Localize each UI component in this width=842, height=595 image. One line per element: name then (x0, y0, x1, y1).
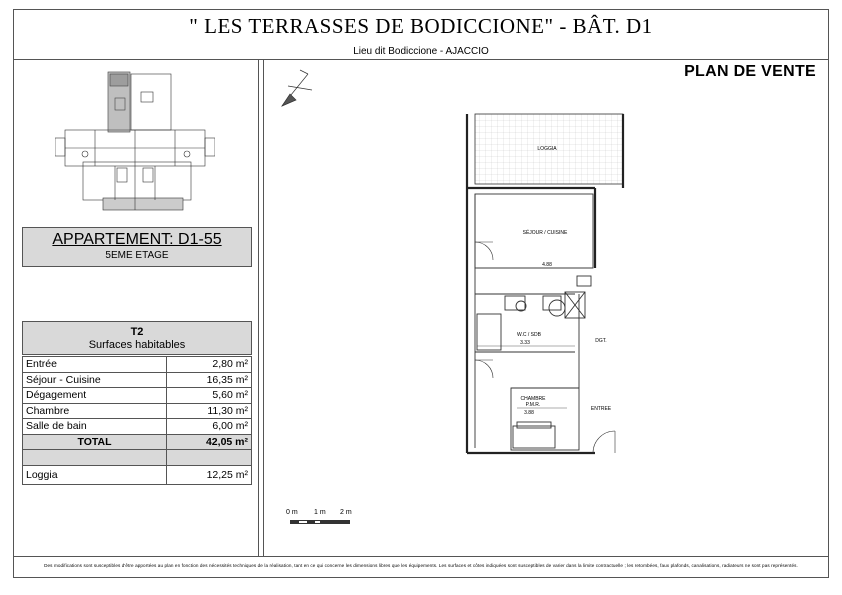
column-divider-left (258, 59, 259, 556)
chambre-label: CHAMBRE (520, 396, 546, 402)
surfaces-header: T2 Surfaces habitables (22, 321, 252, 355)
floor-plan: LOGGIA SÉJOUR / CUISINE 4.88 W.C / SDB 3… (465, 113, 625, 455)
header-divider (13, 59, 829, 60)
dim-label: 4.88 (542, 262, 552, 268)
apartment-name-box: APPARTEMENT: D1-55 5EME ETAGE (22, 227, 252, 267)
table-row: Dégagement 5,60 m² (22, 387, 252, 404)
table-row: Entrée 2,80 m² (22, 356, 252, 373)
scale-0: 0 m (286, 509, 298, 516)
apartment-name: APPARTEMENT: D1-55 (52, 231, 222, 248)
room-area: 2,80 m² (166, 356, 252, 373)
entree-label: ENTREE (591, 406, 612, 412)
loggia-area (474, 113, 624, 185)
north-arrow-icon (281, 69, 313, 107)
sejour-label: SÉJOUR / CUISINE (523, 229, 568, 236)
plan-title: PLAN DE VENTE (684, 63, 816, 80)
room-label: Entrée (22, 356, 167, 373)
dim-label: 3.88 (524, 410, 534, 416)
table-row: Séjour - Cuisine 16,35 m² (22, 371, 252, 388)
dim-label: 3.33 (520, 340, 530, 346)
disclaimer: Des modifications sont susceptibles d'êt… (44, 563, 798, 568)
document-subtitle: Lieu dit Bodiccione - AJACCIO (353, 46, 489, 57)
table-row: Chambre 11,30 m² (22, 402, 252, 419)
room-area: 5,60 m² (166, 387, 252, 404)
footer-divider (13, 556, 829, 557)
loggia-label: LOGGIA (537, 146, 557, 152)
loggia-label: Loggia (22, 464, 167, 485)
building-key-plan (55, 71, 215, 211)
scale-1: 1 m (314, 509, 326, 516)
scale-2: 2 m (340, 509, 352, 516)
total-label: TOTAL (22, 433, 167, 450)
apartment-type: T2 (130, 326, 144, 338)
document-title: " LES TERRASSES DE BODICCIONE" - BÂT. D1 (189, 14, 653, 38)
wc-label: W.C / SDB (517, 332, 542, 338)
loggia-area: 12,25 m² (166, 464, 252, 485)
total-value: 42,05 m² (166, 433, 252, 450)
total-row: TOTAL 42,05 m² (22, 433, 252, 450)
room-area: 16,35 m² (166, 371, 252, 388)
table-row: Salle de bain 6,00 m² (22, 418, 252, 435)
dgt-label: DGT. (595, 338, 606, 344)
room-area: 6,00 m² (166, 418, 252, 435)
column-divider-right (263, 59, 264, 556)
room-label: Chambre (22, 402, 167, 419)
room-label: Dégagement (22, 387, 167, 404)
scale-bar (290, 520, 350, 524)
spacer-row (22, 449, 252, 466)
apartment-floor: 5EME ETAGE (105, 250, 169, 261)
surfaces-heading: Surfaces habitables (88, 339, 186, 351)
room-area: 11,30 m² (166, 402, 252, 419)
pmr-label: P.M.R. (526, 402, 541, 408)
room-label: Salle de bain (22, 418, 167, 435)
room-label: Séjour - Cuisine (22, 371, 167, 388)
left-panel-frame (13, 59, 14, 556)
table-row: Loggia 12,25 m² (22, 464, 252, 485)
surfaces-table: Entrée 2,80 m² Séjour - Cuisine 16,35 m²… (22, 356, 252, 485)
